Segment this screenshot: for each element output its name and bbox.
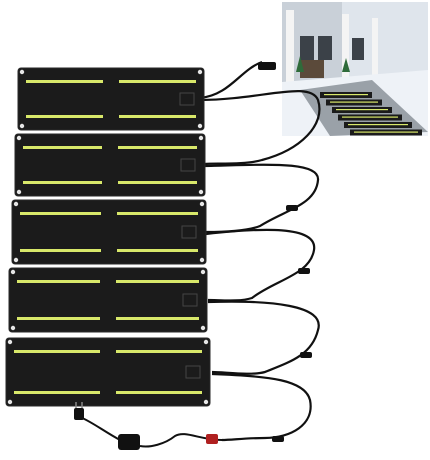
grommet [197,123,203,129]
porch-column [286,10,294,90]
walkway-mat-stripe [342,116,398,118]
cable [199,60,263,100]
grommet [203,339,209,345]
cable-connector [300,352,312,358]
heating-mats [5,67,211,407]
cable [199,90,321,166]
cable-connector [272,436,284,442]
heating-stripe [118,181,197,184]
walkway-mats [320,92,422,136]
grommet [13,201,19,207]
christmas-tree [296,56,304,72]
terminal-box [182,293,198,307]
heating-stripe [119,80,196,83]
window [318,36,332,60]
heating-stripe [26,80,103,83]
heating-stripe [118,146,197,149]
mat-body [14,133,206,197]
heating-stripe [23,181,102,184]
grommet [198,189,204,195]
heating-stripe [26,115,103,118]
cable-connector [286,205,298,211]
heating-stripe [20,212,101,215]
inset-porch-photo [282,2,428,136]
heating-mat [8,267,208,333]
porch-chair [300,60,324,78]
cable-connector [258,62,276,70]
plug-head [74,408,84,420]
grommet [200,269,206,275]
grommet [203,399,209,405]
heating-mat [14,133,206,197]
grommet [19,69,25,75]
walkway-mat-stripe [354,131,418,133]
cable [207,300,320,375]
terminal-box [179,92,195,106]
heating-mat [5,337,211,407]
grommet [199,201,205,207]
heating-stripe [116,350,202,353]
walkway-mat-stripe [330,101,378,103]
grommet [10,269,16,275]
cable-connector [298,268,310,274]
terminal-box [181,225,197,239]
walkway-mat-stripe [324,94,368,96]
mat-body [17,67,205,131]
grommet [7,399,13,405]
terminal-box [185,365,201,379]
heating-stripe [117,249,198,252]
grommet [10,325,16,331]
red-connector [206,434,218,444]
heating-stripe [14,391,100,394]
grommet [199,257,205,263]
cable [205,228,316,302]
heating-stripe [14,350,100,353]
cable [203,163,320,234]
heating-stripe [17,280,100,283]
cable [221,436,266,442]
grommet [16,135,22,141]
heating-stripe [116,280,199,283]
grommet [200,325,206,331]
heating-stripe [116,391,202,394]
mat-body [8,267,208,333]
heating-stripe [119,115,196,118]
controller-box [118,434,140,450]
plug-cable [81,417,121,441]
heating-mat [17,67,205,131]
porch-column [372,18,378,78]
window [300,36,314,60]
heating-stripe [17,317,100,320]
cable [211,372,312,440]
mat-body [11,199,207,265]
grommet [13,257,19,263]
grommet [197,69,203,75]
heating-stripe [117,212,198,215]
window [352,38,364,60]
walkway-mat-stripe [348,124,408,126]
power-plug [74,402,223,450]
grommet [16,189,22,195]
connection-cables [199,60,321,442]
mat-body [5,337,211,407]
heating-stripe [116,317,199,320]
plug-cable [139,433,223,448]
heating-stripe [23,146,102,149]
grommet [7,339,13,345]
grommet [198,135,204,141]
heating-stripe [20,249,101,252]
terminal-box [180,158,196,172]
christmas-tree [342,58,350,72]
grommet [19,123,25,129]
walkway-mat-stripe [336,109,388,111]
heating-mat [11,199,207,265]
porch-column [342,14,349,84]
